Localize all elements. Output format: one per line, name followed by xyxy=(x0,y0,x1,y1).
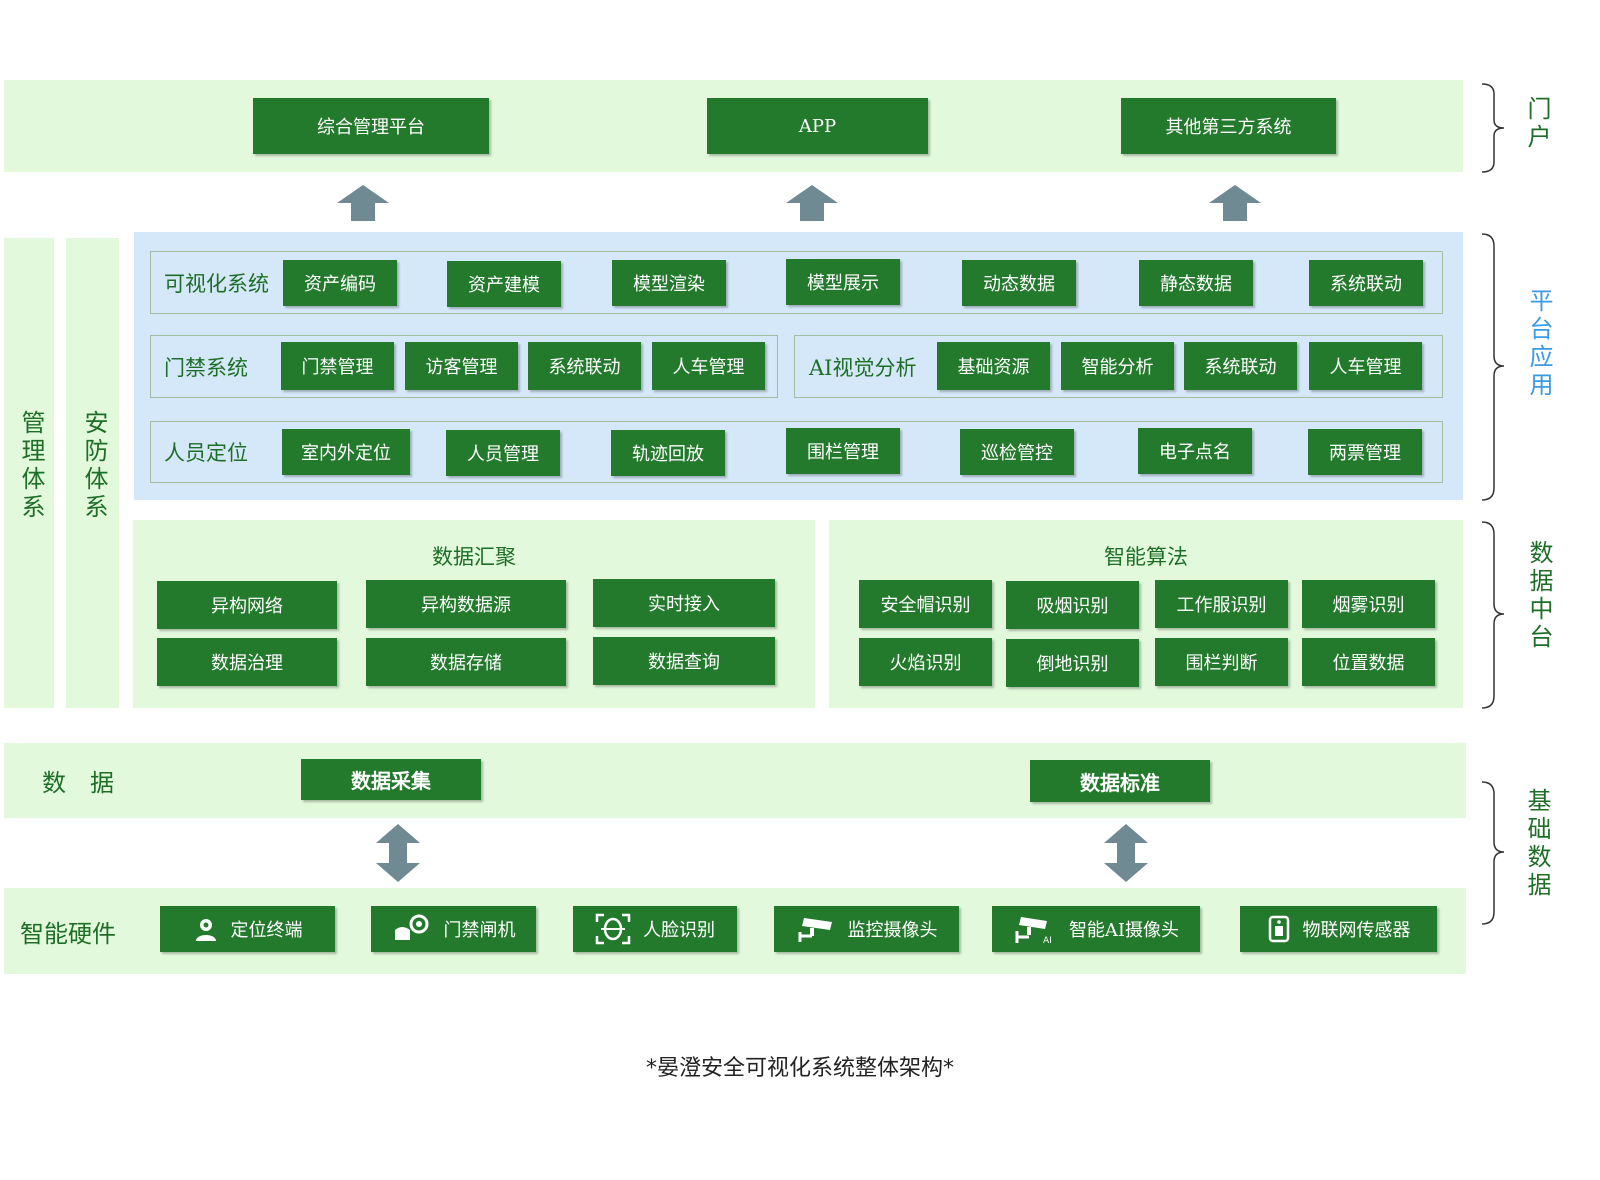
positioning-label: 人员定位 xyxy=(164,441,248,465)
visualization-item[interactable]: 资产建模 xyxy=(447,261,561,307)
ai-item[interactable]: 智能分析 xyxy=(1061,342,1174,390)
visualization-item[interactable]: 静态数据 xyxy=(1139,260,1253,306)
access-item[interactable]: 人车管理 xyxy=(652,342,765,390)
hardware-item[interactable]: 监控摄像头 xyxy=(774,906,959,952)
algorithm-title: 智能算法 xyxy=(1104,545,1188,569)
visualization-label: 可视化系统 xyxy=(164,271,269,296)
data-center-side-label: 数据中台 xyxy=(1525,540,1553,652)
visualization-item[interactable]: 系统联动 xyxy=(1309,260,1423,306)
visualization-item[interactable]: 资产编码 xyxy=(283,260,397,306)
aggregation-item[interactable]: 数据治理 xyxy=(157,638,337,686)
algorithm-item[interactable]: 工作服识别 xyxy=(1155,580,1288,628)
face-scan-icon xyxy=(595,913,631,945)
portal-side-label: 门户 xyxy=(1523,96,1551,152)
algorithm-item[interactable]: 位置数据 xyxy=(1302,638,1435,686)
up-arrow-icon xyxy=(337,185,389,221)
algorithm-item[interactable]: 安全帽识别 xyxy=(859,580,992,628)
ai-label: AI视觉分析 xyxy=(809,355,917,380)
management-column xyxy=(4,238,54,708)
hardware-item-label: 人脸识别 xyxy=(643,920,715,941)
access-item[interactable]: 门禁管理 xyxy=(281,342,394,390)
access-item[interactable]: 系统联动 xyxy=(528,342,641,390)
portal-brace-icon xyxy=(1481,83,1505,173)
aggregation-item[interactable]: 实时接入 xyxy=(593,579,775,627)
aggregation-item[interactable]: 异构网络 xyxy=(157,581,337,629)
aggregation-item[interactable]: 异构数据源 xyxy=(366,580,566,628)
portal-item[interactable]: APP xyxy=(707,98,928,154)
hardware-item[interactable]: AI 智能AI摄像头 xyxy=(992,906,1200,952)
security-column xyxy=(66,238,119,708)
double-arrow-icon xyxy=(1104,824,1148,882)
hardware-item-label: 门禁闸机 xyxy=(443,920,516,941)
data-collection-button[interactable]: 数据采集 xyxy=(301,759,481,800)
positioning-item[interactable]: 两票管理 xyxy=(1308,429,1422,475)
management-label: 管理体系 xyxy=(17,410,45,522)
aggregation-item[interactable]: 数据查询 xyxy=(593,637,775,685)
positioning-item[interactable]: 人员管理 xyxy=(446,430,560,476)
platform-brace-icon xyxy=(1481,233,1505,501)
hardware-item[interactable]: 人脸识别 xyxy=(573,906,737,952)
hardware-item[interactable]: 物联网传感器 xyxy=(1240,906,1437,952)
access-row xyxy=(150,335,778,398)
algorithm-item[interactable]: 吸烟识别 xyxy=(1006,581,1139,629)
algorithm-item[interactable]: 围栏判断 xyxy=(1155,638,1288,686)
hardware-label: 智能硬件 xyxy=(20,919,116,948)
hardware-item-label: 监控摄像头 xyxy=(847,920,938,941)
data-band xyxy=(4,743,1466,818)
ai-item[interactable]: 基础资源 xyxy=(937,342,1050,390)
positioning-item[interactable]: 巡检管控 xyxy=(960,429,1074,475)
up-arrow-icon xyxy=(786,185,838,221)
positioning-row xyxy=(150,421,1443,483)
visualization-item[interactable]: 动态数据 xyxy=(962,260,1076,306)
platform-side-label: 平台应用 xyxy=(1525,288,1553,400)
ai-row xyxy=(794,335,1443,398)
diagram-caption: *晏澄安全可视化系统整体架构* xyxy=(645,1056,954,1081)
algorithm-item[interactable]: 倒地识别 xyxy=(1006,639,1139,687)
access-gate-icon xyxy=(392,914,432,944)
algorithm-item[interactable]: 火焰识别 xyxy=(859,638,992,686)
positioning-item[interactable]: 室内外定位 xyxy=(282,429,410,475)
portal-item[interactable]: 其他第三方系统 xyxy=(1121,98,1336,154)
hardware-item-label: 智能AI摄像头 xyxy=(1068,920,1180,941)
double-arrow-icon xyxy=(376,824,420,882)
up-arrow-icon xyxy=(1209,185,1261,221)
data-standard-button[interactable]: 数据标准 xyxy=(1030,760,1210,802)
aggregation-title: 数据汇聚 xyxy=(432,545,516,569)
ai-item[interactable]: 人车管理 xyxy=(1309,342,1422,390)
hardware-item-label: 定位终端 xyxy=(230,920,303,941)
hardware-item-label: 物联网传感器 xyxy=(1302,920,1411,941)
location-person-icon xyxy=(193,916,219,942)
cctv-camera-icon xyxy=(796,914,836,944)
security-label: 安防体系 xyxy=(80,410,108,522)
svg-text:AI: AI xyxy=(1043,936,1052,945)
hardware-item[interactable]: 定位终端 xyxy=(160,906,335,952)
visualization-row xyxy=(150,251,1443,314)
portal-item[interactable]: 综合管理平台 xyxy=(253,98,489,154)
positioning-item[interactable]: 围栏管理 xyxy=(786,428,900,474)
base-data-brace-icon xyxy=(1481,781,1505,925)
data-label: 数 据 xyxy=(42,769,114,797)
positioning-item[interactable]: 轨迹回放 xyxy=(611,430,725,476)
visualization-item[interactable]: 模型展示 xyxy=(786,259,900,305)
data-center-brace-icon xyxy=(1481,521,1505,709)
iot-sensor-icon xyxy=(1267,914,1291,944)
access-label: 门禁系统 xyxy=(164,355,248,380)
access-item[interactable]: 访客管理 xyxy=(405,342,518,390)
base-data-side-label: 基础数据 xyxy=(1523,788,1551,900)
visualization-item[interactable]: 模型渲染 xyxy=(612,260,726,306)
hardware-item[interactable]: 门禁闸机 xyxy=(371,906,536,952)
algorithm-item[interactable]: 烟雾识别 xyxy=(1302,580,1435,628)
positioning-item[interactable]: 电子点名 xyxy=(1138,428,1252,474)
ai-item[interactable]: 系统联动 xyxy=(1184,342,1297,390)
ai-camera-icon: AI xyxy=(1013,913,1057,945)
aggregation-item[interactable]: 数据存储 xyxy=(366,638,566,686)
